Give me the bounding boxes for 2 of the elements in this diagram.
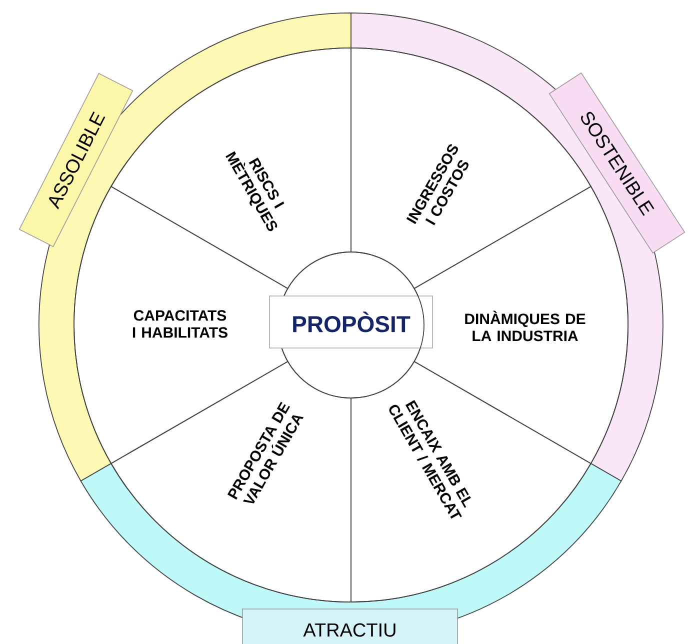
center-box: PROPÒSIT bbox=[269, 296, 433, 348]
tag-box: ATRACTIU bbox=[242, 608, 458, 644]
